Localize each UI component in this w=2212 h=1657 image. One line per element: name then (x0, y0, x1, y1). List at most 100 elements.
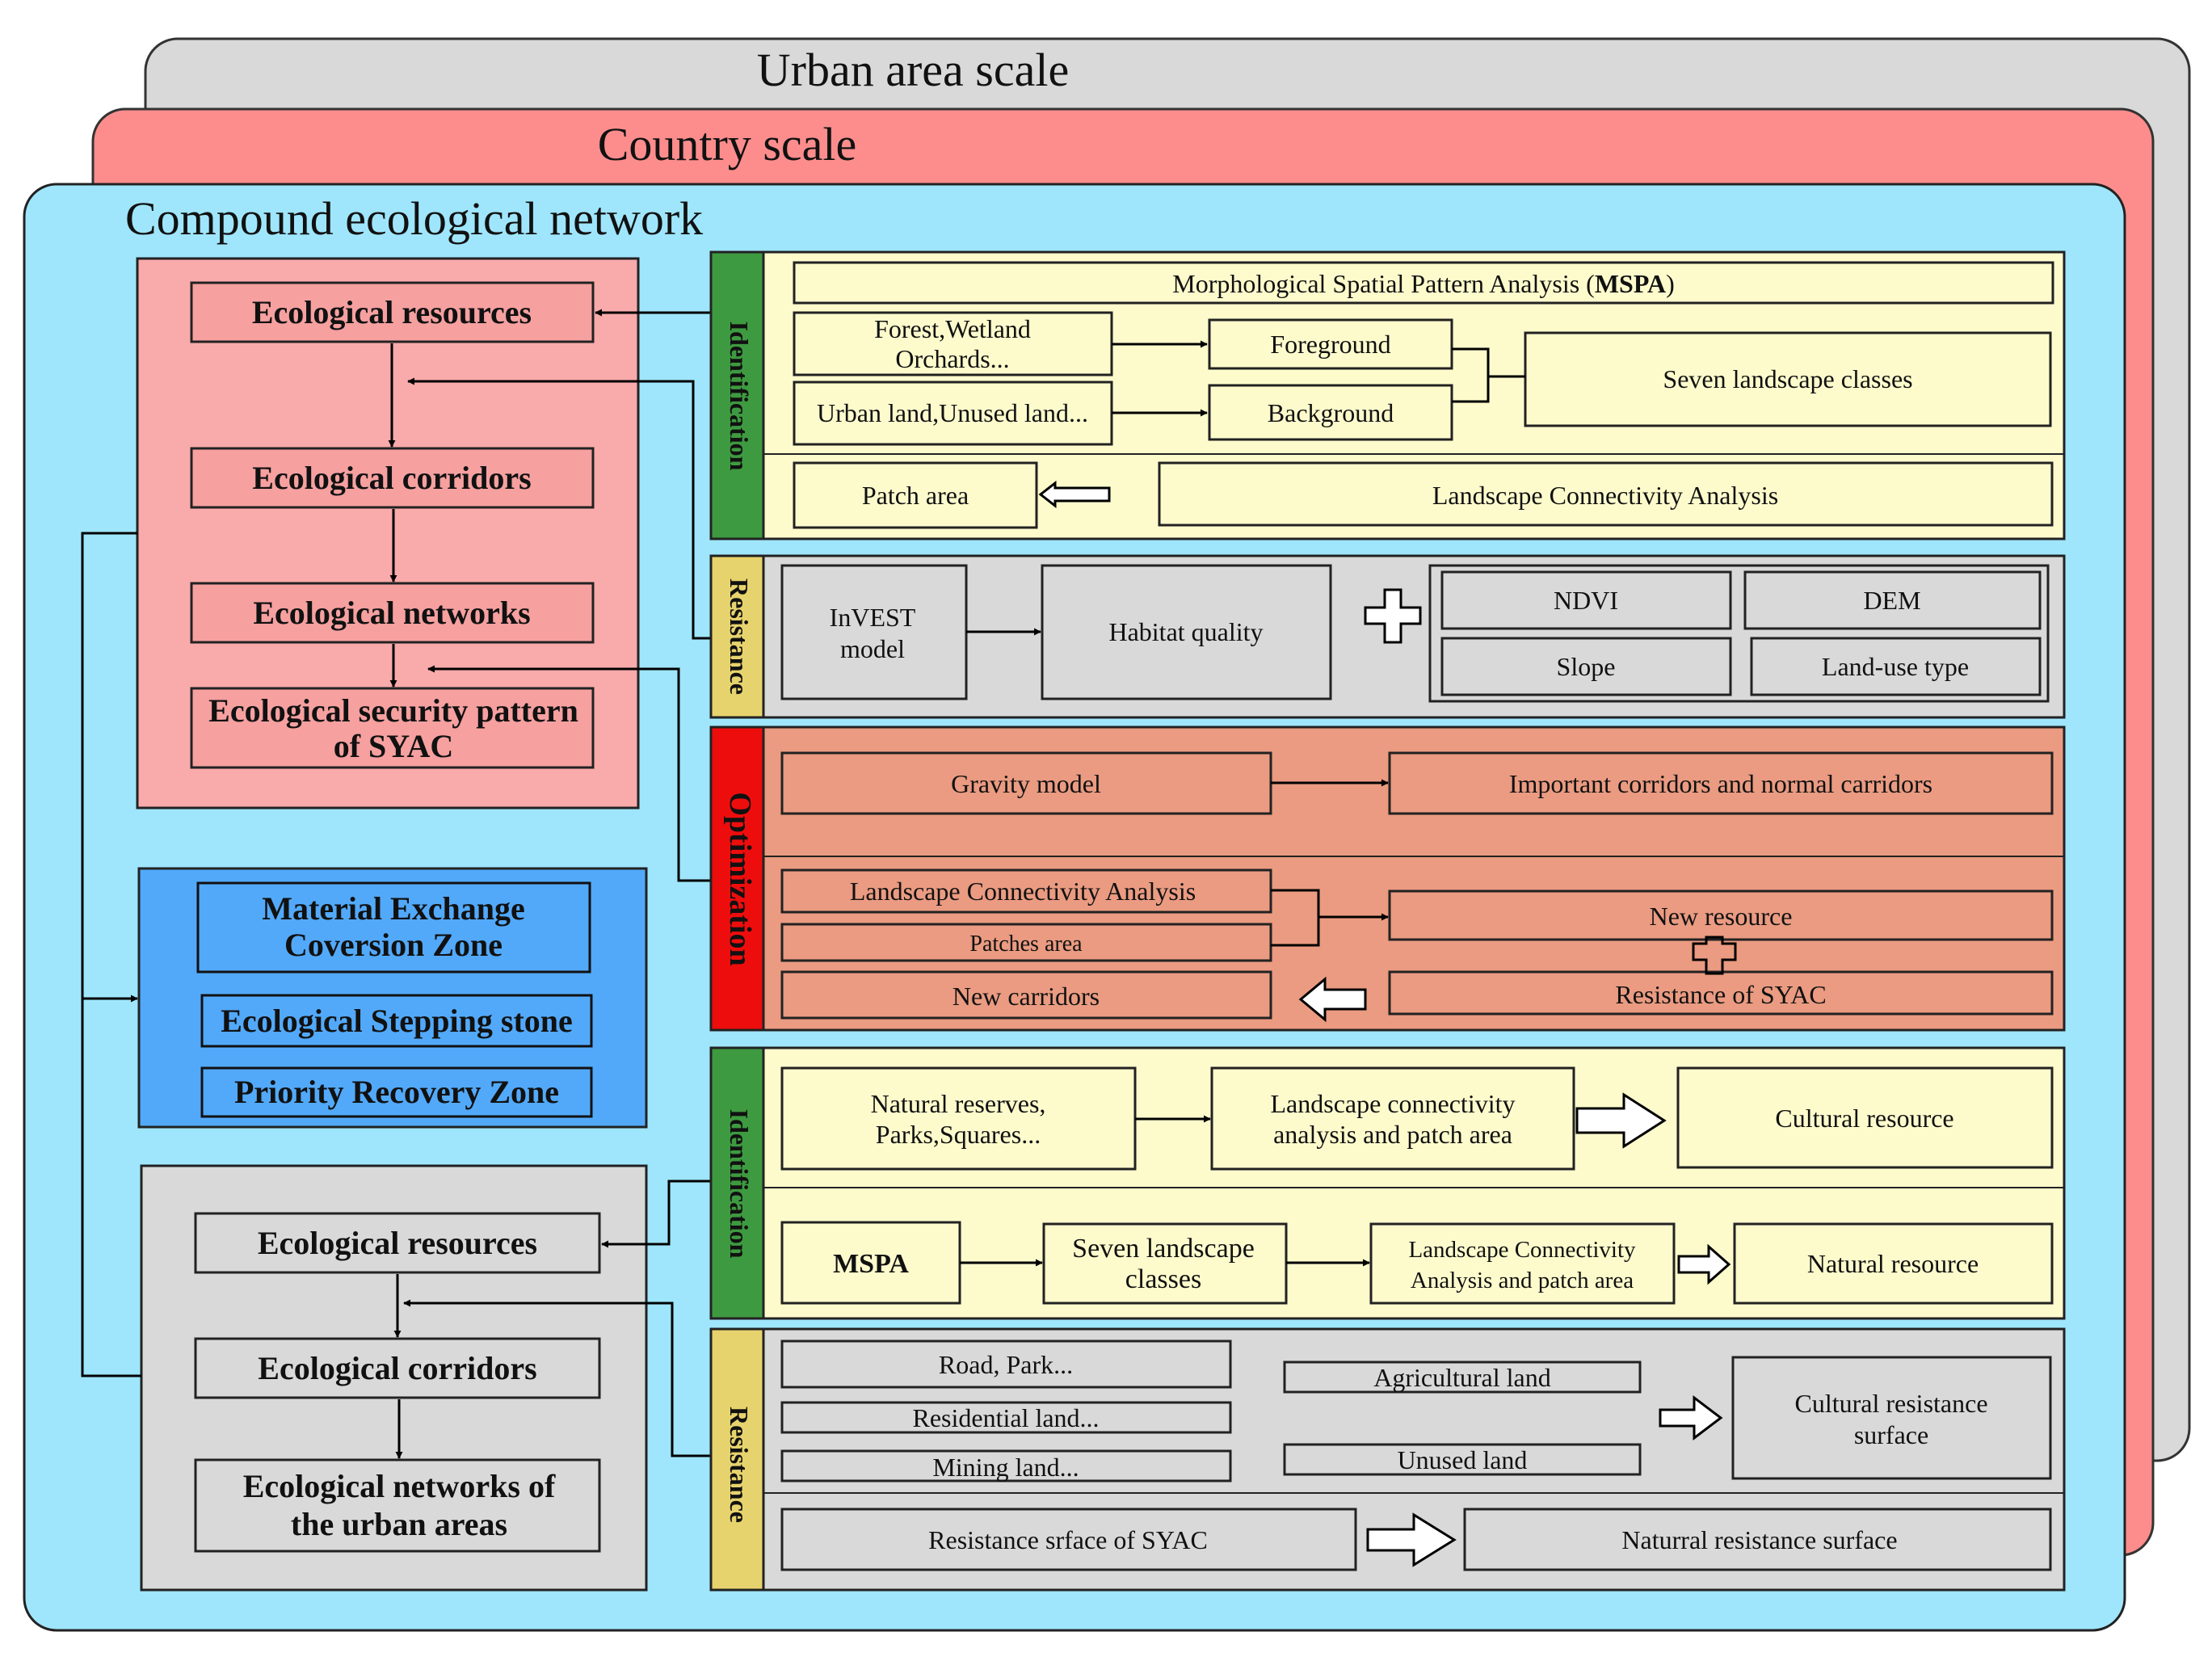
ecological-networks-box (190, 582, 595, 644)
optimization-section: Optimization Gravity model Important cor… (709, 725, 2066, 1032)
natural-resistance-surface-box (1463, 1508, 2052, 1571)
seven-landscape-classes-label: Seven landscape classes (1663, 364, 1912, 393)
resistance-syac-label: Resistance of SYAC (1615, 980, 1826, 1009)
hollow-arrow-to-natural-surface (1366, 1512, 1457, 1567)
arrow-resistance-to-corridors (407, 377, 711, 640)
cultural-resistance-surface-box (1731, 1356, 2052, 1480)
slope-label: Slope (1557, 652, 1616, 681)
urban-seven-line2: classes (1125, 1264, 1201, 1294)
road-park-label: Road, Park... (939, 1350, 1073, 1379)
invest-line2: model (840, 634, 905, 663)
ecological-corridors-box (190, 447, 595, 509)
ndvi-label: NDVI (1554, 586, 1618, 615)
habitat-quality-label: Habitat quality (1108, 617, 1263, 646)
stepping-stone-box (200, 994, 593, 1048)
road-park-box (780, 1339, 1232, 1389)
optimization-lca-box (780, 868, 1272, 914)
agricultural-land-label: Agricultural land (1373, 1363, 1550, 1392)
country-resistance-section: Resistance InVEST model Habitat quality … (709, 554, 2066, 719)
ndvi-box (1440, 570, 1732, 630)
country-identification-section: Identification Morphological Spatial Pat… (709, 250, 2066, 540)
ecological-networks-label: Ecological networks (253, 595, 530, 631)
urban-identification-section: Identification Natural reserves, Parks,S… (709, 1046, 2066, 1320)
foreground-box (1208, 318, 1453, 370)
urban-ecological-resources-box (194, 1212, 601, 1274)
dem-label: DEM (1863, 586, 1920, 615)
foreground-label: Foreground (1270, 330, 1390, 359)
urban-lca-line2: Analysis and patch area (1411, 1268, 1634, 1293)
patch-area-box (793, 461, 1038, 529)
mspa-suffix: ) (1666, 269, 1675, 298)
unused-land-box (1283, 1443, 1642, 1476)
hollow-arrow-to-new-carridors (1298, 976, 1367, 1023)
residential-land-label: Residential land... (912, 1403, 1099, 1432)
dem-box (1743, 570, 2042, 630)
mspa-bold: MSPA (1595, 269, 1666, 298)
forest-wetland-box (793, 311, 1113, 376)
invest-model-box (780, 564, 968, 700)
forest-line1: Forest,Wetland (874, 314, 1031, 343)
landuse-box (1750, 637, 2042, 696)
urban-networks-line1: Ecological networks of (243, 1468, 556, 1504)
priority-recovery-box (200, 1066, 593, 1118)
patches-area-box (780, 923, 1272, 962)
resistance-surface-syac-box (780, 1508, 1357, 1571)
mining-land-box (780, 1449, 1232, 1482)
important-corridors-box (1388, 751, 2054, 815)
mspa-prefix: Morphological Spatial Pattern Analysis ( (1172, 269, 1595, 298)
resistance-tab-1 (709, 554, 765, 719)
resistance-label-1: Resistance (725, 578, 754, 695)
material-exchange-zone-box (196, 881, 591, 974)
urban-land-label: Urban land,Unused land... (817, 398, 1088, 427)
identification-label-2: Identification (725, 1109, 754, 1259)
country-lca-box (1158, 461, 2054, 527)
optimization-tab (709, 725, 765, 1032)
compound-network-title: Compound ecological network (125, 192, 703, 245)
zones-panel: Material Exchange Coversion Zone Ecologi… (137, 867, 648, 1129)
cultural-surface-line1: Cultural resistance (1794, 1389, 1987, 1418)
landscape-connectivity-patch-box (1210, 1066, 1575, 1171)
urban-scale-title: Urban area scale (757, 44, 1069, 96)
urban-seven-classes-box (1042, 1222, 1288, 1305)
resistance-syac-box (1388, 970, 2054, 1016)
cultural-surface-line2: surface (1854, 1420, 1928, 1449)
urban-network-panel: Ecological resources Ecological corridor… (140, 1164, 648, 1592)
priority-recovery-label: Priority Recovery Zone (234, 1074, 559, 1110)
urban-ecological-resources-label: Ecological resources (258, 1225, 537, 1261)
ecological-security-pattern-box (190, 687, 595, 769)
hollow-arrow-to-natural-resource (1677, 1243, 1731, 1285)
urban-ecological-corridors-box (194, 1337, 601, 1399)
urban-seven-line1: Seven landscape (1072, 1234, 1255, 1264)
residential-land-box (780, 1401, 1232, 1434)
stepping-stone-label: Ecological Stepping stone (221, 1003, 573, 1039)
invest-line1: InVEST (830, 603, 916, 632)
resistance-surface-syac-label: Resistance srface of SYAC (928, 1525, 1208, 1554)
natural-reserves-line2: Parks,Squares... (876, 1120, 1041, 1149)
country-network-panel: Ecological resources Ecological corridor… (136, 257, 640, 810)
resistance-label-2: Resistance (725, 1407, 754, 1523)
natural-reserves-box (780, 1066, 1137, 1171)
natural-reserves-line1: Natural reserves, (871, 1089, 1046, 1118)
lc-line1: Landscape connectivity (1271, 1089, 1516, 1118)
habitat-quality-box (1041, 564, 1332, 700)
country-lca-label: Landscape Connectivity Analysis (1432, 481, 1778, 510)
urban-lca-line1: Landscape Connectivity (1408, 1237, 1636, 1263)
urban-ecological-networks-box (194, 1458, 601, 1553)
natural-resistance-surface-label: Naturral resistance surface (1621, 1525, 1897, 1554)
important-corridors-label: Important corridors and normal carridors (1509, 769, 1932, 798)
hollow-arrow-to-cultural-surface (1659, 1394, 1723, 1441)
new-resource-label: New resource (1650, 902, 1793, 931)
identification-tab-1 (709, 250, 765, 540)
mspa-label: Morphological Spatial Pattern Analysis (… (1172, 269, 1675, 298)
feedback-loop-line (81, 532, 141, 1377)
ecological-resources-label: Ecological resources (252, 294, 532, 330)
background-label: Background (1268, 398, 1394, 427)
urban-ecological-corridors-label: Ecological corridors (258, 1350, 536, 1386)
arrow-urban-identification-to-resources (601, 1180, 711, 1248)
urban-networks-line2: the urban areas (291, 1506, 507, 1542)
new-carridors-box (780, 970, 1272, 1020)
natural-resource-box (1733, 1222, 2054, 1305)
urban-resistance-section: Resistance Road, Park... Residential lan… (709, 1327, 2066, 1592)
